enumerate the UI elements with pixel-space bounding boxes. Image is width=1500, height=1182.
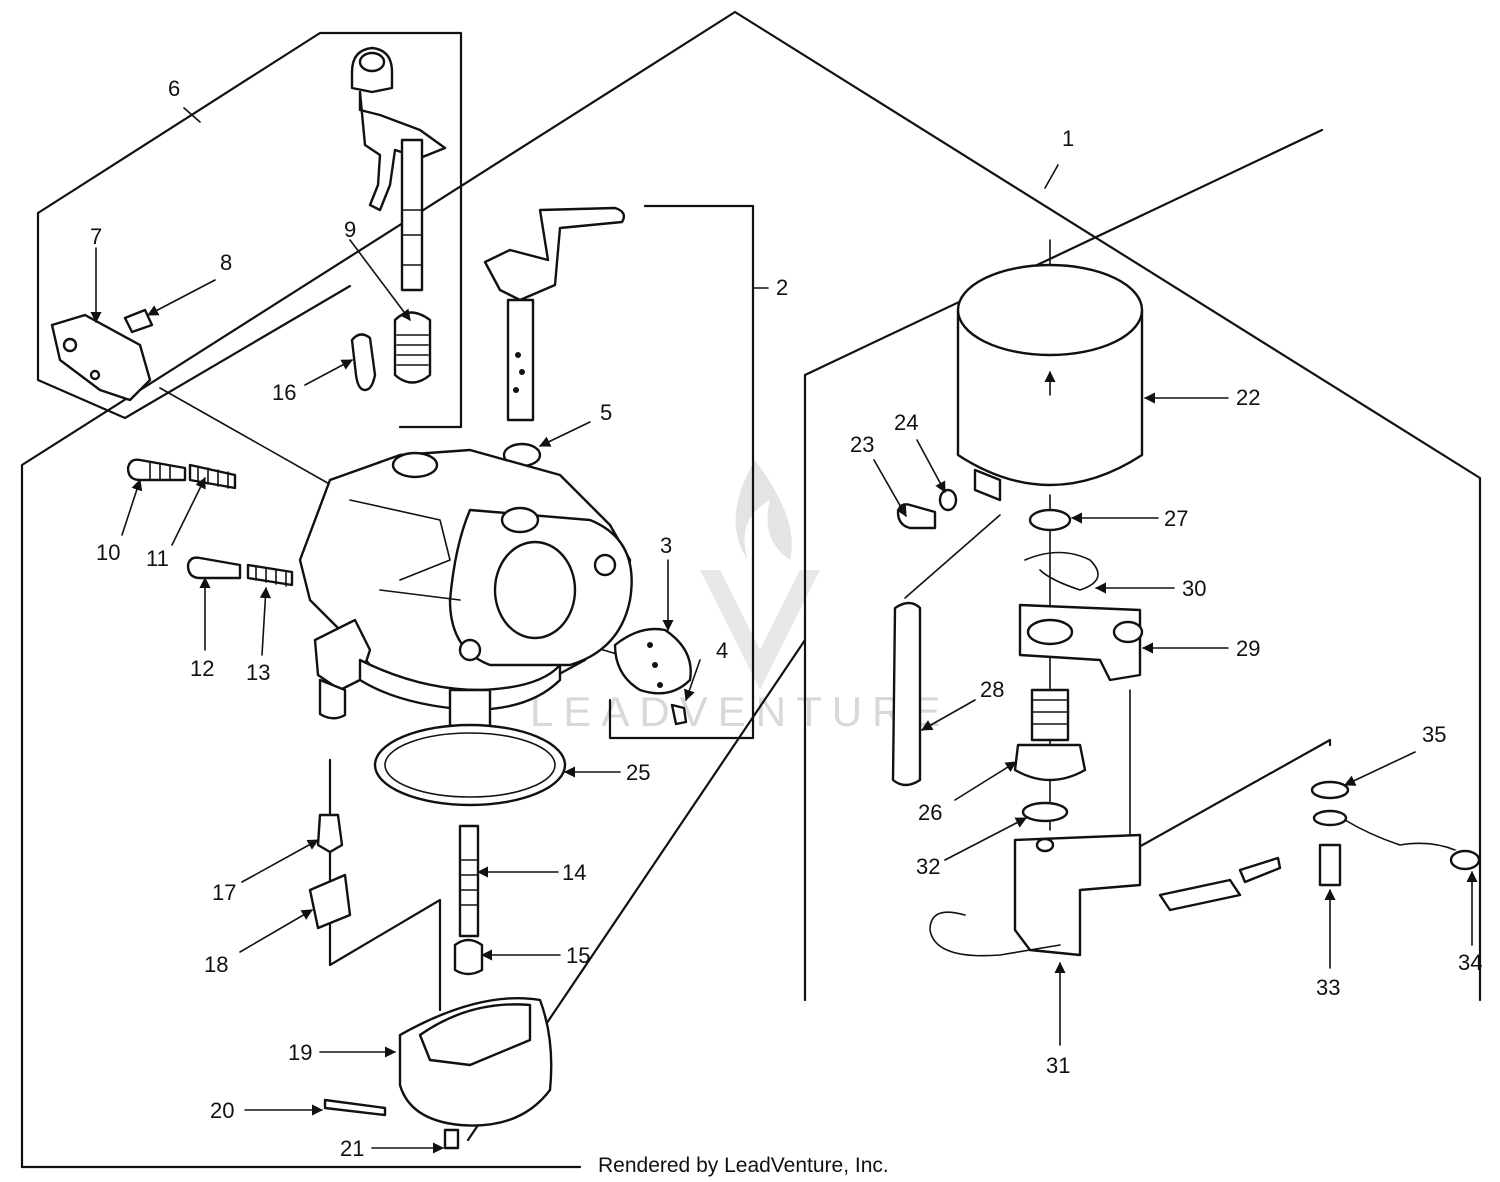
- callout-18: 18: [204, 952, 228, 977]
- callout-13: 13: [246, 660, 270, 685]
- callout-1: 1: [1062, 126, 1074, 151]
- callout-22: 22: [1236, 385, 1260, 410]
- throttle-shaft-assembly: [350, 46, 447, 384]
- callout-3: 3: [660, 533, 672, 558]
- throttle-plate: [613, 627, 692, 726]
- callout-19: 19: [288, 1040, 312, 1065]
- watermark: LEADVENTURE: [530, 460, 950, 735]
- idle-jet: [350, 333, 377, 392]
- callout-15: 15: [566, 943, 590, 968]
- group-bracket-lines: [20, 10, 1482, 1169]
- callout-21: 21: [340, 1136, 364, 1161]
- callout-24: 24: [894, 410, 918, 435]
- bowl-gasket: [373, 723, 567, 807]
- ground-wire-hardware: [1310, 780, 1481, 887]
- callout-23: 23: [850, 432, 874, 457]
- callout-2: 2: [776, 275, 788, 300]
- callout-labels: 1 2 3 4 5 6 7 8 9 10 11 12 13 14 15 16 1…: [90, 76, 1482, 1161]
- callout-27: 27: [1164, 506, 1188, 531]
- callout-20: 20: [210, 1098, 234, 1123]
- leader-arrows: [90, 239, 1478, 1154]
- callout-11: 11: [146, 546, 169, 571]
- choke-plate-shaft: [50, 308, 154, 402]
- callout-4: 4: [716, 638, 728, 663]
- callout-7: 7: [90, 224, 102, 249]
- main-nozzle: [453, 824, 484, 976]
- rendered-by-credit: Rendered by LeadVenture, Inc.: [598, 1154, 889, 1177]
- callout-31: 31: [1046, 1053, 1070, 1078]
- callout-14: 14: [562, 860, 586, 885]
- callout-5: 5: [600, 400, 612, 425]
- callout-28: 28: [980, 677, 1004, 702]
- callout-8: 8: [220, 250, 232, 275]
- watermark-text: LEADVENTURE: [530, 688, 950, 735]
- callout-34: 34: [1458, 950, 1482, 975]
- callout-26: 26: [918, 800, 942, 825]
- callout-16: 16: [272, 380, 296, 405]
- air-filter-element: [956, 263, 1144, 502]
- float-bowl: [323, 997, 553, 1150]
- callout-29: 29: [1236, 636, 1260, 661]
- callout-9: 9: [344, 217, 356, 242]
- callout-33: 33: [1316, 975, 1340, 1000]
- callout-6: 6: [168, 76, 180, 101]
- choke-shaft-assembly: [483, 206, 626, 468]
- idle-screws: [126, 458, 294, 587]
- callout-17: 17: [212, 880, 236, 905]
- callout-10: 10: [96, 540, 120, 565]
- callout-35: 35: [1422, 722, 1446, 747]
- callout-12: 12: [190, 656, 214, 681]
- callout-32: 32: [916, 854, 940, 879]
- callout-25: 25: [626, 760, 650, 785]
- callout-30: 30: [1182, 576, 1206, 601]
- fuel-shutoff-solenoid: [929, 833, 1282, 957]
- fuel-fitting-parts: [891, 488, 1144, 823]
